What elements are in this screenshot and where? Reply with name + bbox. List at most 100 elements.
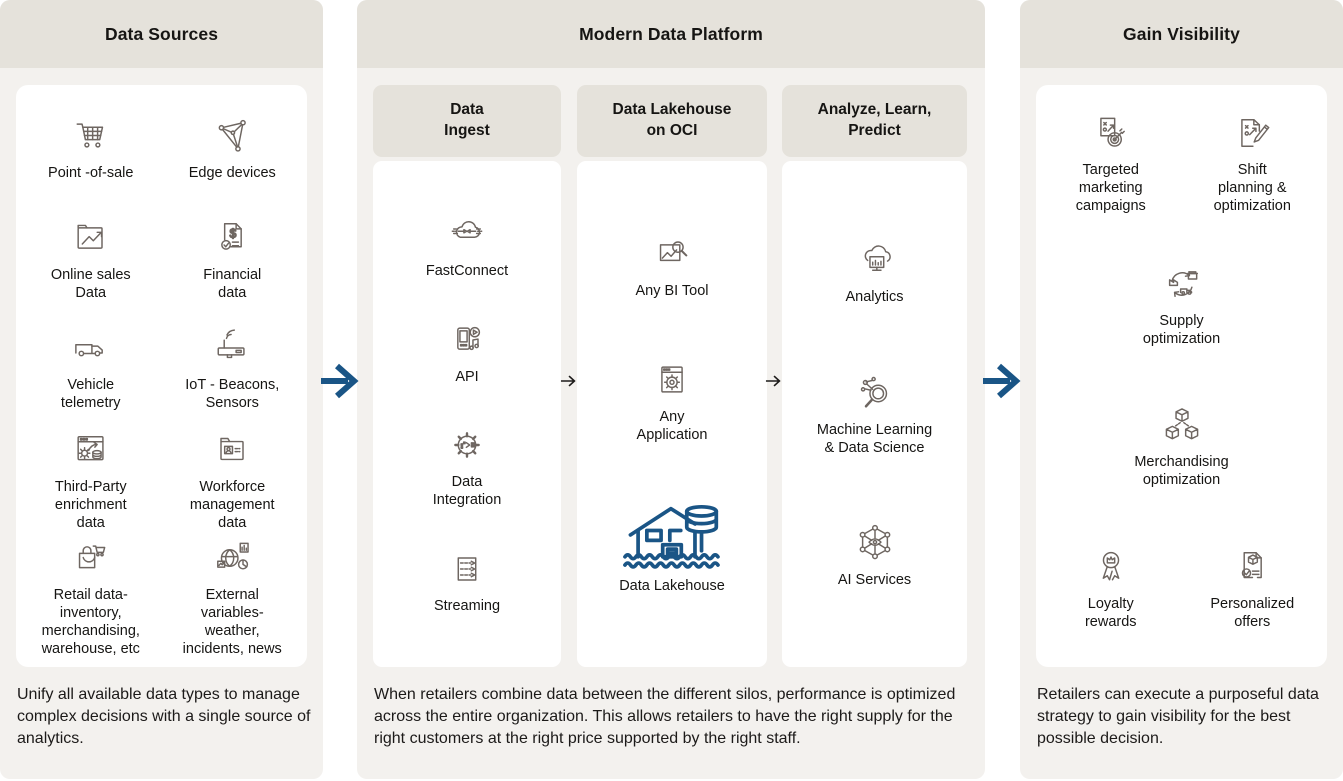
item-label: FastConnect [425,262,509,279]
list-item: Workforce management data [190,428,275,533]
list-item: API [445,318,489,387]
ml-magnifier-icon [853,371,897,415]
list-item: Supply optimization [1143,262,1220,349]
list-item: Personalized offers [1210,545,1294,632]
financial-doc-icon [210,216,254,260]
analytics-cloud-icon [853,238,897,282]
personalized-doc-icon [1230,545,1274,589]
edge-network-icon [210,114,254,158]
list-item: Retail data- inventory, merchandising, w… [42,536,140,659]
list-item: Data Integration [432,423,502,510]
item-label: AI Services [837,571,912,588]
sales-folder-icon [69,216,113,260]
item-label: Point -of-sale [48,164,134,181]
item-label: IoT - Beacons, Sensors [185,377,280,412]
ai-network-icon [853,521,897,565]
item-label: Targeted marketing campaigns [1075,162,1146,215]
item-label: Vehicle telemetry [60,377,121,412]
item-label: Merchandising optimization [1134,454,1229,489]
item-label: Any Application [636,408,708,443]
api-device-icon [445,318,489,362]
data-sources-caption: Unify all available data types to manage… [17,686,311,747]
item-label: Third-Party enrichment data [54,479,127,532]
modern-data-platform-title: Modern Data Platform [579,23,763,44]
list-item: Merchandising optimization [1134,403,1229,490]
list-item: AI Services [838,521,911,590]
list-item: Analytics [845,238,904,307]
gain-visibility-column: Gain Visibility Targeted marketing campa… [1020,0,1343,779]
item-label: Personalized offers [1210,595,1295,630]
merch-cubes-icon [1160,403,1204,447]
item-label: Data Lakehouse [619,578,725,595]
data-sources-header: Data Sources [0,0,323,68]
list-item: Any BI Tool [635,232,709,301]
item-label: Online sales Data [50,266,131,301]
step-arrow-icon [765,375,781,387]
modern-data-platform-header: Modern Data Platform [357,0,985,68]
bi-tool-icon [650,232,694,276]
item-label: Analytics [845,289,904,306]
flow-arrow-icon [983,363,1021,399]
gain-visibility-header: Gain Visibility [1020,0,1343,68]
item-label: Machine Learning & Data Science [816,421,933,456]
item-label: External variables- weather, incidents, … [182,587,282,658]
truck-icon [69,326,113,370]
list-item: Data Lakehouse [617,501,727,596]
list-item: External variables- weather, incidents, … [183,536,282,659]
list-item: Any Application [636,358,708,445]
list-item: Third-Party enrichment data [55,428,127,533]
item-label: Data Integration [432,474,502,509]
item-label: API [455,368,479,385]
item-label: Retail data- inventory, merchandising, w… [41,587,140,658]
list-item: Machine Learning & Data Science [817,371,932,458]
list-item: FastConnect [426,212,508,281]
third-party-icon [69,428,113,472]
gain-visibility-grid: Targeted marketing campaigns Shift planni… [1040,93,1323,659]
list-item: Vehicle telemetry [61,326,121,413]
iot-router-icon [210,326,254,370]
retail-bag-icon [69,536,113,580]
item-label: Workforce management data [189,479,275,532]
gain-visibility-caption: Retailers can execute a purposeful data … [1037,686,1319,747]
marketing-target-icon [1089,111,1133,155]
gain-visibility-title: Gain Visibility [1123,23,1240,44]
list-item: Loyalty rewards [1085,545,1137,632]
item-label: Any BI Tool [635,282,709,299]
supply-cycle-icon [1160,262,1204,306]
modern-data-platform-caption: When retailers combine data between the … [374,686,956,747]
data-lakehouse-header: Data Lakehouse on OCI [577,85,767,157]
list-item: Edge devices [189,114,276,183]
item-label: Supply optimization [1142,312,1221,347]
list-item: Financial data [203,216,261,303]
list-item: Point -of-sale [48,114,133,183]
flow-arrow-icon [321,363,359,399]
gain-visibility-card: Targeted marketing campaigns Shift planni… [1036,85,1327,667]
integration-gear-icon [445,423,489,467]
workforce-folder-icon [210,428,254,472]
modern-data-platform-column: Modern Data Platform Data Ingest FastCon… [357,0,985,779]
lakehouse-icon [617,501,727,571]
external-globe-icon [210,536,254,580]
list-item: Streaming [434,547,500,616]
item-label: Edge devices [188,164,276,181]
analyze-learn-predict-header: Analyze, Learn, Predict [782,85,967,157]
step-arrow-icon [560,375,576,387]
cart-icon [69,114,113,158]
data-sources-title: Data Sources [104,23,219,44]
list-item: Shift planning & optimization [1214,111,1291,216]
application-window-icon [650,358,694,402]
item-label: Streaming [433,598,501,615]
shift-planning-icon [1230,111,1274,155]
list-item: Targeted marketing campaigns [1076,111,1146,216]
item-label: Financial data [203,266,262,301]
list-item: IoT - Beacons, Sensors [185,326,279,413]
streaming-box-icon [445,547,489,591]
loyalty-ribbon-icon [1089,545,1133,589]
